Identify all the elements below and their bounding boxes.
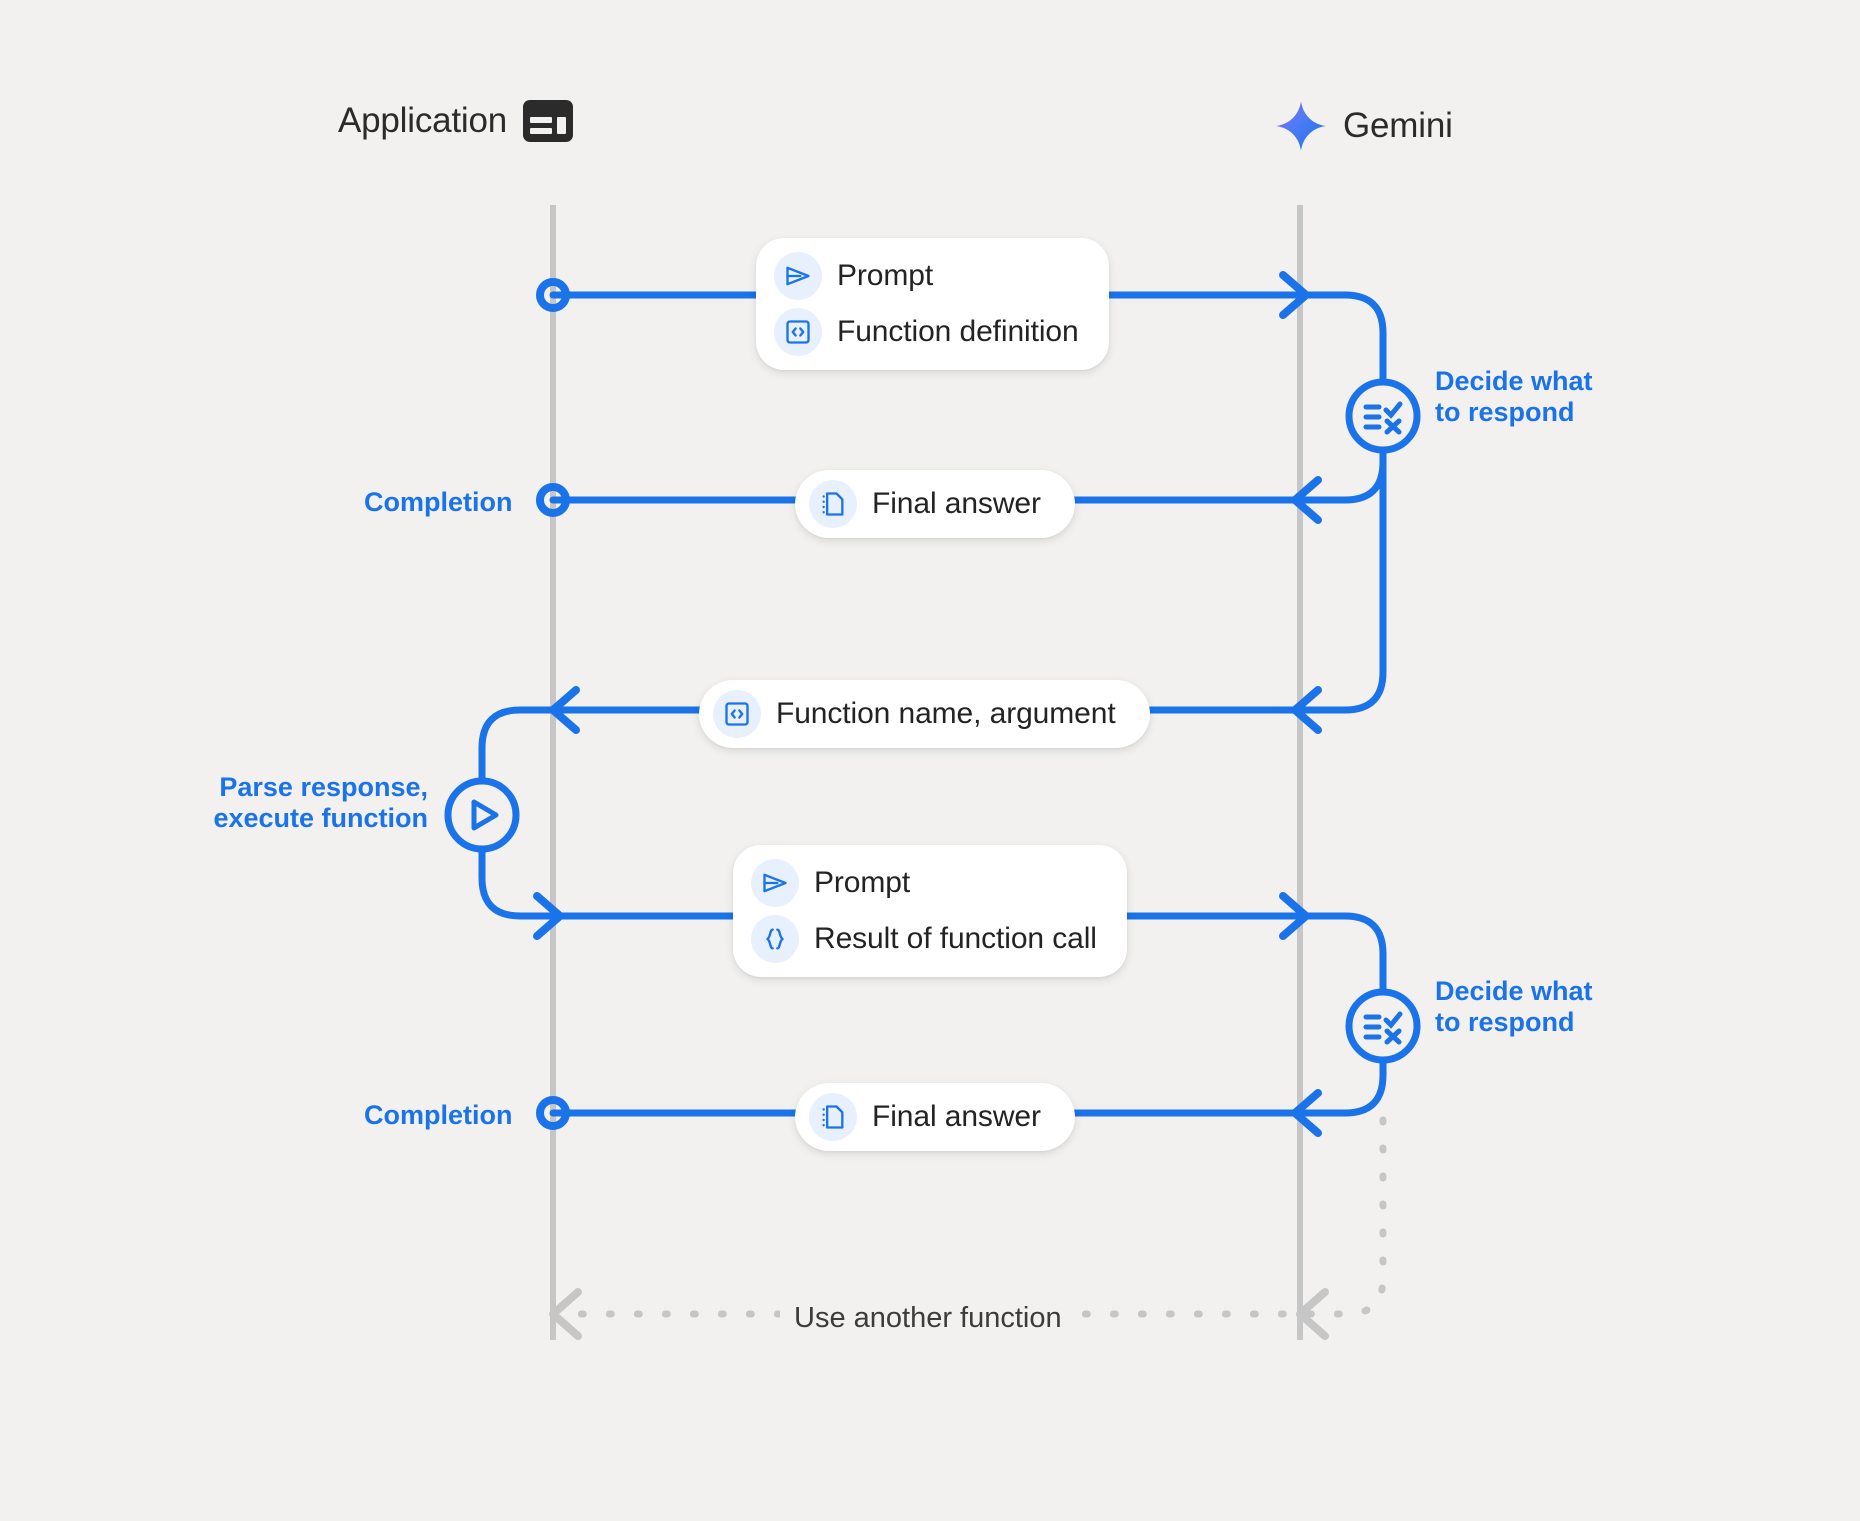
actor-application: Application — [338, 100, 574, 142]
card-row-final-answer-2: Final answer — [809, 1093, 1041, 1141]
play-run-icon — [471, 799, 499, 831]
card-row-function-name: Function name, argument — [713, 690, 1116, 738]
card-label-function-name: Function name, argument — [776, 697, 1116, 730]
curly-braces-icon — [751, 915, 799, 963]
card-label-prompt-2: Prompt — [814, 866, 911, 899]
code-brackets-icon — [713, 690, 761, 738]
completion-label-1: Completion — [364, 487, 513, 517]
card-label-function-definition: Function definition — [837, 315, 1079, 348]
card-label-prompt: Prompt — [837, 259, 934, 292]
dashboard-layout-icon — [523, 100, 574, 142]
gemini-sparkle-icon — [1276, 101, 1326, 151]
send-icon — [751, 859, 799, 907]
message-card-request-2[interactable]: Prompt Result of function call — [733, 845, 1127, 977]
document-icon — [809, 480, 857, 528]
rule-checklist-icon — [1363, 401, 1403, 435]
annotation-decide-what-to-respond-1: Decide what to respond — [1435, 366, 1593, 428]
decide-node-2 — [1345, 988, 1421, 1064]
decide-node-1 — [1345, 378, 1421, 454]
loop-label-use-another-function: Use another function — [780, 1302, 1076, 1335]
card-row-final-answer: Final answer — [809, 480, 1041, 528]
message-card-request-1[interactable]: Prompt Function definition — [756, 238, 1109, 370]
document-icon — [809, 1093, 857, 1141]
flow-decide-1-out — [1296, 446, 1387, 714]
code-brackets-icon — [774, 308, 822, 356]
card-row-function-definition: Function definition — [774, 308, 1079, 356]
card-row-result-of-function-call: Result of function call — [751, 915, 1097, 963]
actor-gemini-label: Gemini — [1343, 106, 1453, 145]
annotation-decide-what-to-respond-2: Decide what to respond — [1435, 976, 1593, 1038]
card-row-prompt: Prompt — [774, 252, 1079, 300]
card-label-final-answer: Final answer — [872, 487, 1041, 520]
card-label-final-answer-2: Final answer — [872, 1100, 1041, 1133]
annotation-parse-response-execute-function: Parse response, execute function — [213, 772, 428, 834]
send-icon — [774, 252, 822, 300]
parse-execute-node — [444, 777, 520, 853]
completion-label-2: Completion — [364, 1100, 513, 1130]
rule-checklist-icon — [1363, 1011, 1403, 1045]
actor-gemini: Gemini — [1275, 100, 1453, 152]
card-row-prompt-2: Prompt — [751, 859, 1097, 907]
message-card-response-1[interactable]: Final answer — [795, 470, 1075, 538]
card-label-result-of-function-call: Result of function call — [814, 922, 1097, 955]
message-card-function-call[interactable]: Function name, argument — [699, 680, 1150, 748]
actor-application-label: Application — [338, 101, 508, 140]
start-node-marker — [536, 278, 570, 312]
message-card-response-2[interactable]: Final answer — [795, 1083, 1075, 1151]
